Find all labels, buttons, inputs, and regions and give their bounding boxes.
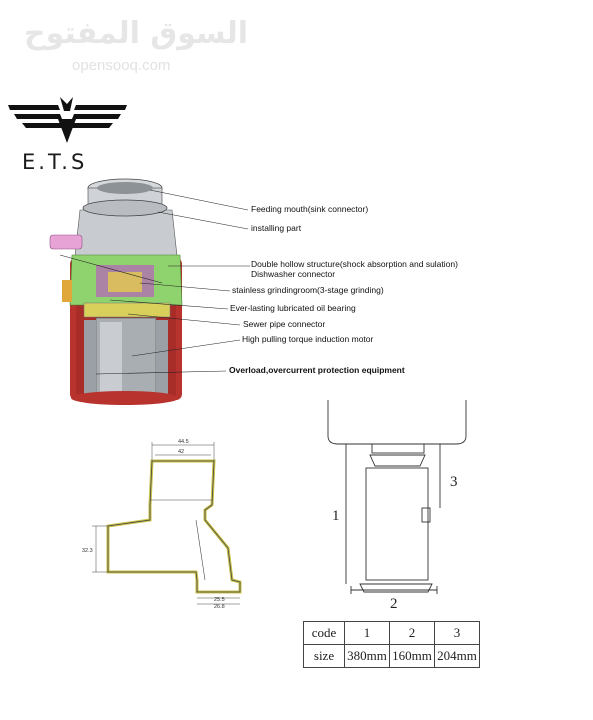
table-cell: 204mm xyxy=(434,644,480,668)
eagle-logo-icon xyxy=(8,97,127,143)
dim-label-3: 3 xyxy=(450,474,458,490)
callout-dishwasher-connector: Dishwasher connector xyxy=(251,269,336,279)
callout-oil-bearing: Ever-lasting lubricated oil bearing xyxy=(230,303,356,313)
table-cell: 380mm xyxy=(344,644,390,668)
brand-name: E.T.S xyxy=(22,150,88,174)
pipe-fitting-drawing xyxy=(92,442,242,605)
watermark-latin: opensooq.com xyxy=(72,57,171,74)
dim-top-outer: 44.5 xyxy=(178,439,189,445)
disposer-illustration xyxy=(49,178,183,405)
size-table: code 1 2 3 size 380mm 160mm 204mm xyxy=(303,621,480,668)
dim-bottom-outer: 26.8 xyxy=(214,604,225,610)
table-cell: 160mm xyxy=(389,644,435,668)
table-header-code: code xyxy=(303,621,345,645)
dim-label-2: 2 xyxy=(390,596,398,612)
dim-label-1: 1 xyxy=(332,508,340,524)
leader-lines xyxy=(59,189,250,375)
callout-grinding-room: stainless grindingroom(3-stage grinding) xyxy=(232,285,384,295)
callout-overload-protection: Overload,overcurrent protection equipmen… xyxy=(229,365,405,375)
table-header-1: 1 xyxy=(344,621,390,645)
table-row: size 380mm 160mm 204mm xyxy=(303,644,480,668)
table-row: code 1 2 3 xyxy=(303,621,480,645)
dim-top-inner: 42 xyxy=(178,449,184,455)
dim-bottom-inner: 25.5 xyxy=(214,597,225,603)
table-header-3: 3 xyxy=(434,621,480,645)
callout-induction-motor: High pulling torque induction motor xyxy=(242,334,374,344)
callout-feeding-mouth: Feeding mouth(sink connector) xyxy=(251,204,369,214)
watermark-arabic: السوق المفتوح xyxy=(24,16,249,51)
callout-sewer-pipe: Sewer pipe connector xyxy=(243,319,326,329)
dim-side: 32.3 xyxy=(82,548,93,554)
table-header-2: 2 xyxy=(389,621,435,645)
table-row-label: size xyxy=(303,644,345,668)
callout-installing-part: installing part xyxy=(251,223,302,233)
installation-diagram xyxy=(327,400,467,594)
callout-double-hollow: Double hollow structure(shock absorption… xyxy=(251,259,458,269)
